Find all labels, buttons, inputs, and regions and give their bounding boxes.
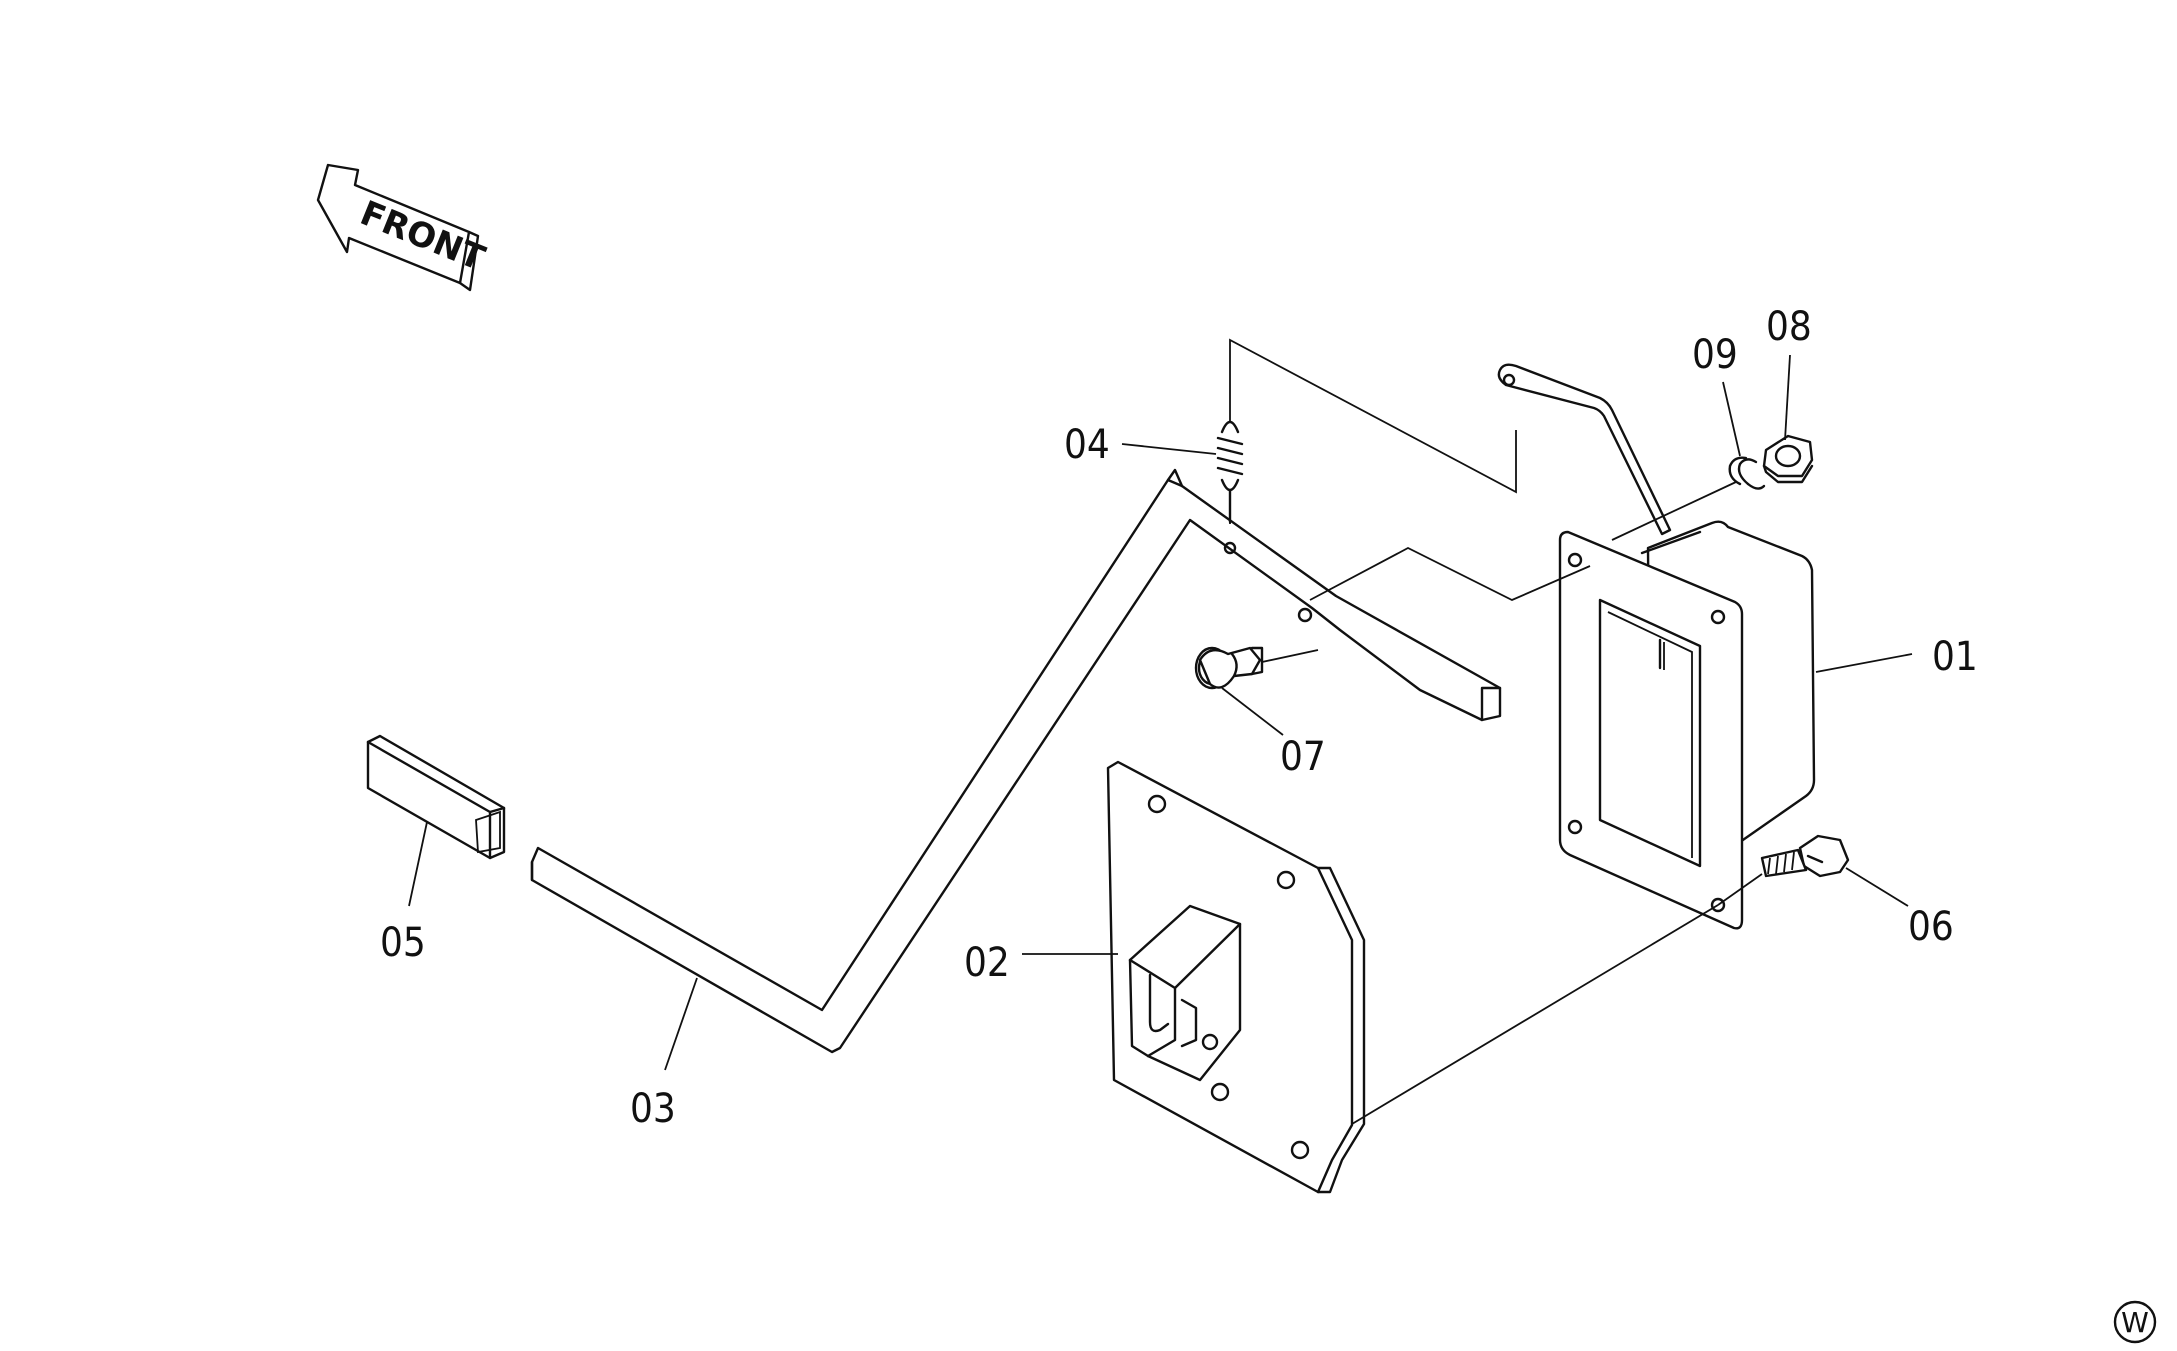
- callout-06: 06: [1908, 904, 1954, 950]
- mounting-bracket: [1497, 363, 1672, 536]
- callout-09: 09: [1692, 332, 1738, 378]
- corner-mark: W: [2113, 1300, 2157, 1344]
- callout-03: 03: [630, 1086, 676, 1132]
- assembly-lines: [1229, 338, 1763, 1125]
- callout-01: 01: [1932, 634, 1978, 680]
- callout-05: 05: [380, 920, 426, 966]
- front-direction-arrow: FRONT: [316, 163, 491, 292]
- callout-labels: 01 02 03 04 05 06 07 08 09: [380, 304, 1978, 1132]
- callout-08: 08: [1766, 304, 1812, 350]
- corner-mark-label: W: [2121, 1306, 2149, 1339]
- part-06-bolt: [1760, 834, 1850, 878]
- part-07-pin: [1194, 646, 1264, 690]
- part-02-base-plate: [1106, 760, 1366, 1194]
- part-01-housing: [1558, 520, 1816, 930]
- part-05-sleeve: [366, 734, 506, 860]
- callout-02: 02: [964, 940, 1010, 986]
- part-03-rod: [530, 468, 1502, 1054]
- part-08-nut: [1762, 434, 1814, 484]
- callout-04: 04: [1064, 422, 1110, 468]
- callout-07: 07: [1280, 734, 1326, 780]
- part-09-washer: [1728, 456, 1766, 490]
- leader-lines: [408, 354, 1913, 1071]
